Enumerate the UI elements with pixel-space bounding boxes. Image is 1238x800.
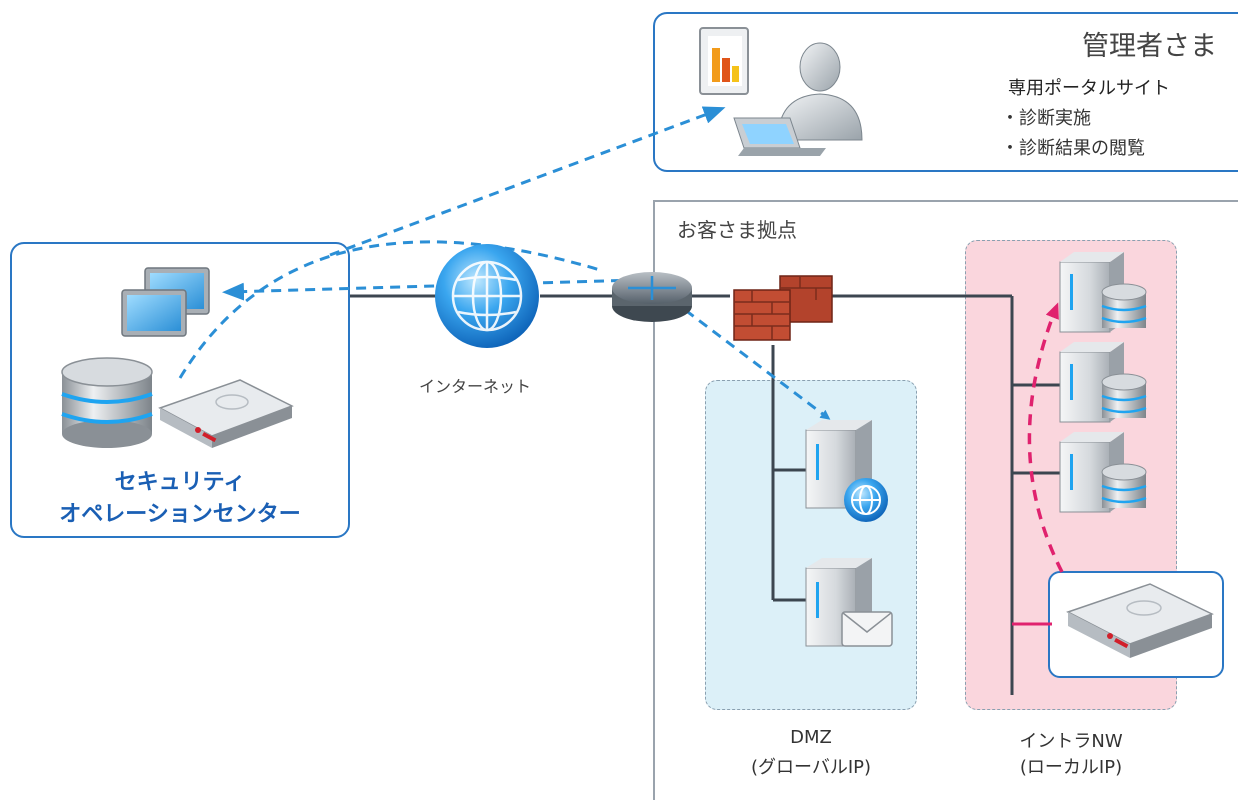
dmz-label: DMZ: [790, 727, 832, 748]
soc-scan-arc: [178, 240, 601, 379]
database-icon: [61, 357, 153, 448]
network-lines: [350, 294, 1060, 695]
report-to-soc-arrow: [222, 278, 639, 301]
intranet-label: イントラNW: [1019, 731, 1123, 752]
customer-site-frame: [653, 200, 1238, 800]
report-chart-icon: [699, 27, 749, 95]
soc-to-admin-arrow: [329, 106, 726, 257]
soc-frame: [10, 242, 350, 538]
portal-title: 専用ポータルサイト: [1008, 78, 1170, 99]
internet-globe-icon: [435, 244, 539, 348]
internal-scan-arrow: [1027, 302, 1064, 573]
mail-server-icon: [805, 558, 893, 647]
portal-item-results: ・診断結果の閲覧: [1001, 138, 1145, 159]
web-server-icon: [805, 420, 888, 522]
db-server-icon: [1059, 342, 1147, 423]
portal-item-diagnosis: ・診断実施: [1001, 108, 1091, 129]
customer-site-title: お客さま拠点: [677, 218, 797, 242]
soc-title-line1: セキュリティ: [114, 470, 246, 495]
monitor-icon: [121, 267, 210, 337]
internet-label: インターネット: [419, 377, 532, 396]
admin-user-icon: [733, 42, 863, 156]
admin-frame: [653, 12, 1238, 172]
router-icon: [612, 272, 692, 322]
security-appliance-icon: [158, 379, 294, 448]
soc-title-line2: オペレーションセンター: [59, 502, 301, 527]
security-appliance-icon: [1066, 583, 1214, 658]
admin-title: 管理者さま: [1082, 31, 1217, 62]
dmz-sublabel: (グローバルIP): [750, 757, 872, 778]
firewall-icon: [733, 275, 833, 341]
db-server-icon: [1059, 432, 1147, 513]
intranet-sublabel: (ローカルIP): [1019, 757, 1123, 778]
db-server-icon: [1059, 252, 1147, 333]
